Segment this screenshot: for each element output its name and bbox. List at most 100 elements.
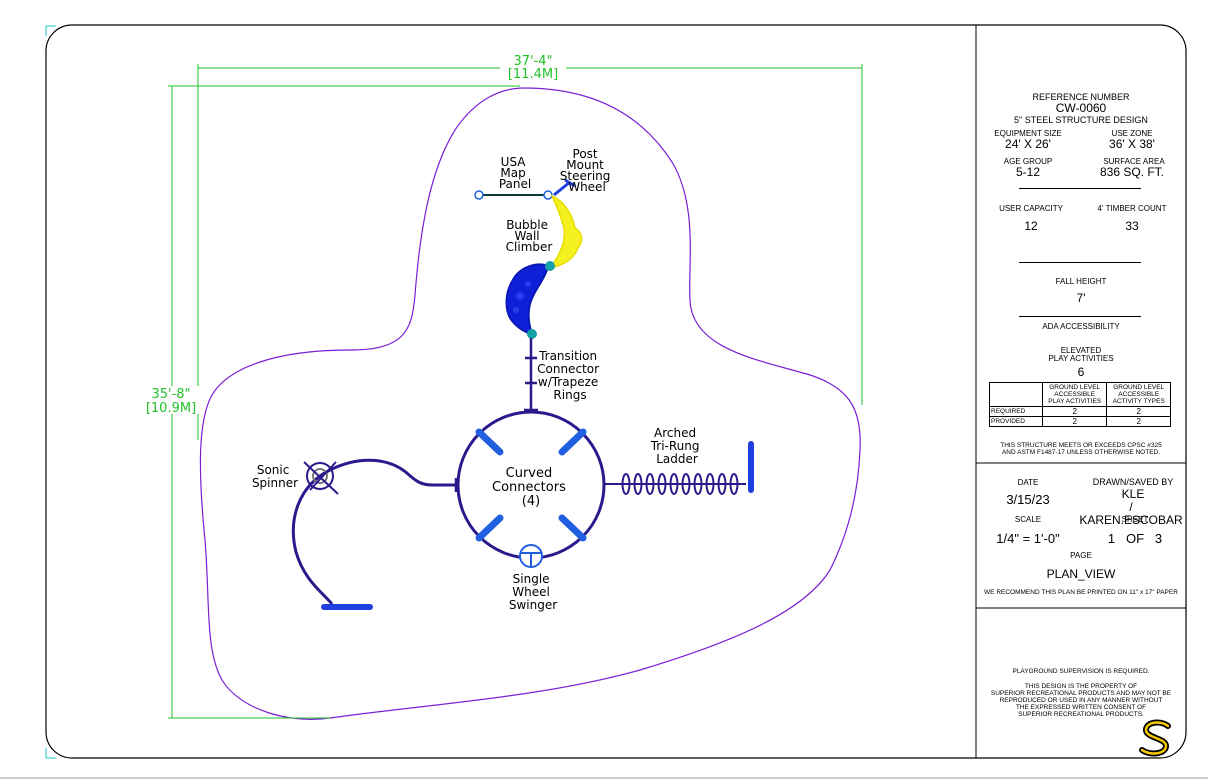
elevated-label: PLAY ACTIVITIES xyxy=(1048,354,1114,363)
use-zone-boundary xyxy=(199,87,861,720)
equipment-size: 24' X 26' xyxy=(1005,137,1051,151)
transition-connector xyxy=(524,338,538,412)
width-dimension-label: 37'-4" xyxy=(513,54,552,69)
ada-cell: 2 xyxy=(1041,406,1108,417)
steering-wheel xyxy=(553,178,576,197)
usa-map-panel xyxy=(474,190,553,200)
property-note-line: SUPERIOR RECREATIONAL PRODUCTS. xyxy=(1018,711,1144,718)
label-wheel-swinger: Single Wheel Swinger xyxy=(509,572,557,612)
spinner-arm xyxy=(329,458,458,487)
label-sonic-spinner: Sonic Spinner xyxy=(252,463,298,490)
title-rule xyxy=(1019,262,1141,263)
bubble-climber-texture xyxy=(513,307,519,313)
dimension-label-bg xyxy=(142,386,200,414)
tri-rung-ladder xyxy=(604,473,746,495)
ada-header-activity-types: GROUND LEVEL ACCESSIBLE ACTIVITY TYPES xyxy=(1106,382,1171,407)
scale-label: SCALE xyxy=(1014,515,1042,524)
ada-row-provided: PROVIDED 2 2 xyxy=(989,416,1171,427)
date-label: DATE xyxy=(1017,478,1039,487)
height-dimension-metric: [10.9M] xyxy=(146,401,196,416)
ada-table: GROUND LEVEL ACCESSIBLE PLAY ACTIVITIES … xyxy=(989,382,1171,427)
wheel-swinger xyxy=(519,544,543,568)
sheet-frame xyxy=(45,24,1187,759)
ada-table-corner xyxy=(989,382,1043,407)
property-note-line: SUPERIOR RECREATIONAL PRODUCTS AND MAY N… xyxy=(990,690,1172,697)
ada-header-line: PLAY ACTIVITIES xyxy=(1048,398,1102,405)
supervision-note: PLAYGROUND SUPERVISION IS REQUIRED. xyxy=(1012,668,1150,675)
bubble-wall-climber xyxy=(505,263,550,336)
fall-height: 7' xyxy=(1076,291,1086,305)
bubble-slide xyxy=(548,194,583,270)
surface-area: 836 SQ. FT. xyxy=(1099,165,1165,179)
label-curved-connectors: Curved Connectors (4) xyxy=(492,466,570,509)
spinner-loop xyxy=(291,468,334,605)
timber-count-label: 4' TIMBER COUNT xyxy=(1097,204,1167,213)
reference-number: CW-0060 xyxy=(1055,101,1107,115)
ada-cell: 2 xyxy=(1041,416,1108,427)
height-dimension xyxy=(168,85,520,719)
scale: 1/4" = 1'-0" xyxy=(996,531,1060,546)
use-zone: 36' X 38' xyxy=(1109,137,1155,151)
label-steering-wheel: Post Mount Steering Wheel xyxy=(560,147,614,194)
timber-count: 33 xyxy=(1125,219,1139,233)
user-capacity-label: USER CAPACITY xyxy=(999,204,1063,213)
ada-header-line: GROUND LEVEL xyxy=(1113,384,1165,391)
elevated-count: 6 xyxy=(1077,365,1085,379)
ada-header-play-activities: GROUND LEVEL ACCESSIBLE PLAY ACTIVITIES xyxy=(1041,382,1108,407)
sheet: 1 OF 3 xyxy=(1107,531,1163,546)
user-capacity: 12 xyxy=(1024,219,1038,233)
ada-cell: 2 xyxy=(1106,416,1171,427)
bubble-climber-texture xyxy=(516,292,524,300)
age-group: 5-12 xyxy=(1015,165,1041,179)
drawn-by: / KAREN.ESCOBAR xyxy=(1079,500,1183,527)
elevated-label: ELEVATED xyxy=(1060,346,1102,355)
ada-header-line: GROUND LEVEL xyxy=(1049,384,1101,391)
property-note-line: REPRODUCED OR USED IN ANY MANNER WITHOUT xyxy=(999,697,1163,704)
property-note-line: THE EXPRESSED WRITTEN CONSENT OF xyxy=(1015,704,1147,711)
height-dimension-label: 35'-8" xyxy=(151,387,190,402)
drawn-by: KLE xyxy=(1121,487,1145,501)
drawn-by-label: DRAWN/SAVED BY xyxy=(1092,477,1174,487)
structure-design: 5" STEEL STRUCTURE DESIGN xyxy=(1014,115,1148,125)
date: 3/15/23 xyxy=(1006,492,1050,507)
age-group-label: AGE GROUP xyxy=(1003,157,1053,166)
equipment-size-label: EQUIPMENT SIZE xyxy=(994,129,1062,138)
ada-accessibility-label: ADA ACCESSIBILITY xyxy=(1042,322,1120,331)
ada-row-label: PROVIDED xyxy=(989,416,1043,427)
superior-logo-icon xyxy=(1139,719,1171,757)
cpsc-note: THIS STRUCTURE MEETS OR EXCEEDS CPSC #32… xyxy=(1000,442,1162,449)
cpsc-note: AND ASTM F1487-17 UNLESS OTHERWISE NOTED… xyxy=(1001,449,1161,456)
sonic-spinner xyxy=(303,461,339,495)
ada-row-required: REQUIRED 2 2 xyxy=(989,406,1171,417)
corner-mark xyxy=(45,25,56,36)
dimension-label-bg xyxy=(500,54,566,80)
ada-header-line: ACCESSIBLE xyxy=(1118,391,1160,398)
fall-height-label: FALL HEIGHT xyxy=(1055,277,1107,286)
title-rule xyxy=(1019,188,1141,189)
connector-node xyxy=(545,261,555,271)
connector-node xyxy=(527,329,537,339)
label-usa-map-panel: USA Map Panel xyxy=(499,155,531,191)
sheet-label: SHEET xyxy=(1121,515,1149,524)
property-note-line: THIS DESIGN IS THE PROPERTY OF xyxy=(1024,683,1138,690)
width-dimension-metric: [11.4M] xyxy=(508,67,558,82)
label-bubble-wall-climber: Bubble Wall Climber xyxy=(506,218,553,254)
title-rule xyxy=(1019,316,1141,317)
bubble-climber-texture xyxy=(525,281,531,287)
label-tri-rung-ladder: Arched Tri-Rung Ladder xyxy=(650,426,704,466)
corner-mark xyxy=(45,748,56,759)
reference-number-label: REFERENCE NUMBER xyxy=(1032,92,1130,102)
page: PLAN_VIEW xyxy=(1046,567,1116,581)
print-note: WE RECOMMEND THIS PLAN BE PRINTED ON 11"… xyxy=(984,589,1178,596)
use-zone-label: USE ZONE xyxy=(1111,129,1153,138)
ada-cell: 2 xyxy=(1106,406,1171,417)
ada-row-label: REQUIRED xyxy=(989,406,1043,417)
page-label: PAGE xyxy=(1070,551,1092,560)
surface-area-label: SURFACE AREA xyxy=(1103,157,1165,166)
ada-header-line: ACCESSIBLE xyxy=(1054,391,1096,398)
ada-header-line: ACTIVITY TYPES xyxy=(1112,398,1165,405)
label-transition-connector: Transition Connector w/Trapeze Rings xyxy=(537,349,603,402)
curved-connectors xyxy=(475,428,587,542)
property-note: THIS DESIGN IS THE PROPERTY OF SUPERIOR … xyxy=(976,683,1186,718)
